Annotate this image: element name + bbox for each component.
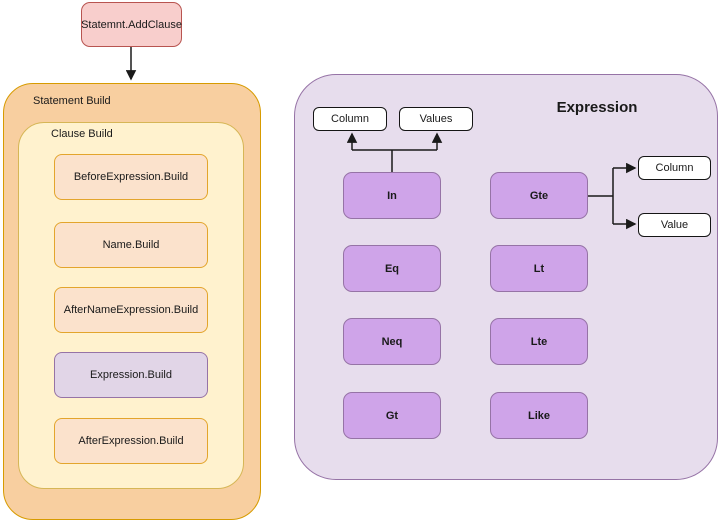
node-operator-lt: Lt: [490, 245, 588, 292]
node-label: Lte: [530, 335, 548, 348]
node-label: Gte: [529, 189, 549, 202]
node-statemnt-addclause: Statemnt.AddClause: [81, 2, 182, 47]
node-label: AfterExpression.Build: [78, 435, 184, 447]
node-label: Column: [331, 113, 369, 125]
node-after-expression-build: AfterExpression.Build: [54, 418, 208, 464]
node-after-name-expression-build: AfterNameExpression.Build: [54, 287, 208, 333]
node-operator-in: In: [343, 172, 441, 219]
node-label: Gt: [385, 409, 399, 422]
node-label: AfterNameExpression.Build: [63, 304, 199, 316]
node-name-build: Name.Build: [54, 222, 208, 268]
expression-title: Expression: [556, 99, 638, 116]
node-label: BeforeExpression.Build: [73, 171, 189, 183]
node-label: Lt: [533, 262, 545, 275]
node-label: In: [387, 189, 397, 202]
node-label: Values: [419, 113, 453, 125]
clause-build-label: Clause Build: [51, 128, 113, 140]
node-label: Column: [655, 162, 694, 174]
node-before-expression-build: BeforeExpression.Build: [54, 154, 208, 200]
node-operator-neq: Neq: [343, 318, 441, 365]
node-gte-target-column: Column: [638, 156, 711, 180]
node-operator-eq: Eq: [343, 245, 441, 292]
node-label: Value: [660, 219, 689, 231]
node-label: Neq: [381, 335, 403, 348]
node-in-target-column: Column: [313, 107, 387, 131]
statement-build-label: Statement Build: [33, 95, 111, 107]
node-label: Like: [527, 409, 550, 422]
node-operator-lte: Lte: [490, 318, 588, 365]
node-operator-gt: Gt: [343, 392, 441, 439]
node-expression-build: Expression.Build: [54, 352, 208, 398]
node-label: Name.Build: [102, 239, 160, 251]
node-label: Expression.Build: [90, 369, 172, 381]
node-in-target-values: Values: [399, 107, 473, 131]
node-statemnt-addclause-label: Statemnt.AddClause: [81, 18, 182, 31]
node-operator-like: Like: [490, 392, 588, 439]
node-gte-target-value: Value: [638, 213, 711, 237]
node-label: Eq: [384, 262, 400, 275]
node-operator-gte: Gte: [490, 172, 588, 219]
